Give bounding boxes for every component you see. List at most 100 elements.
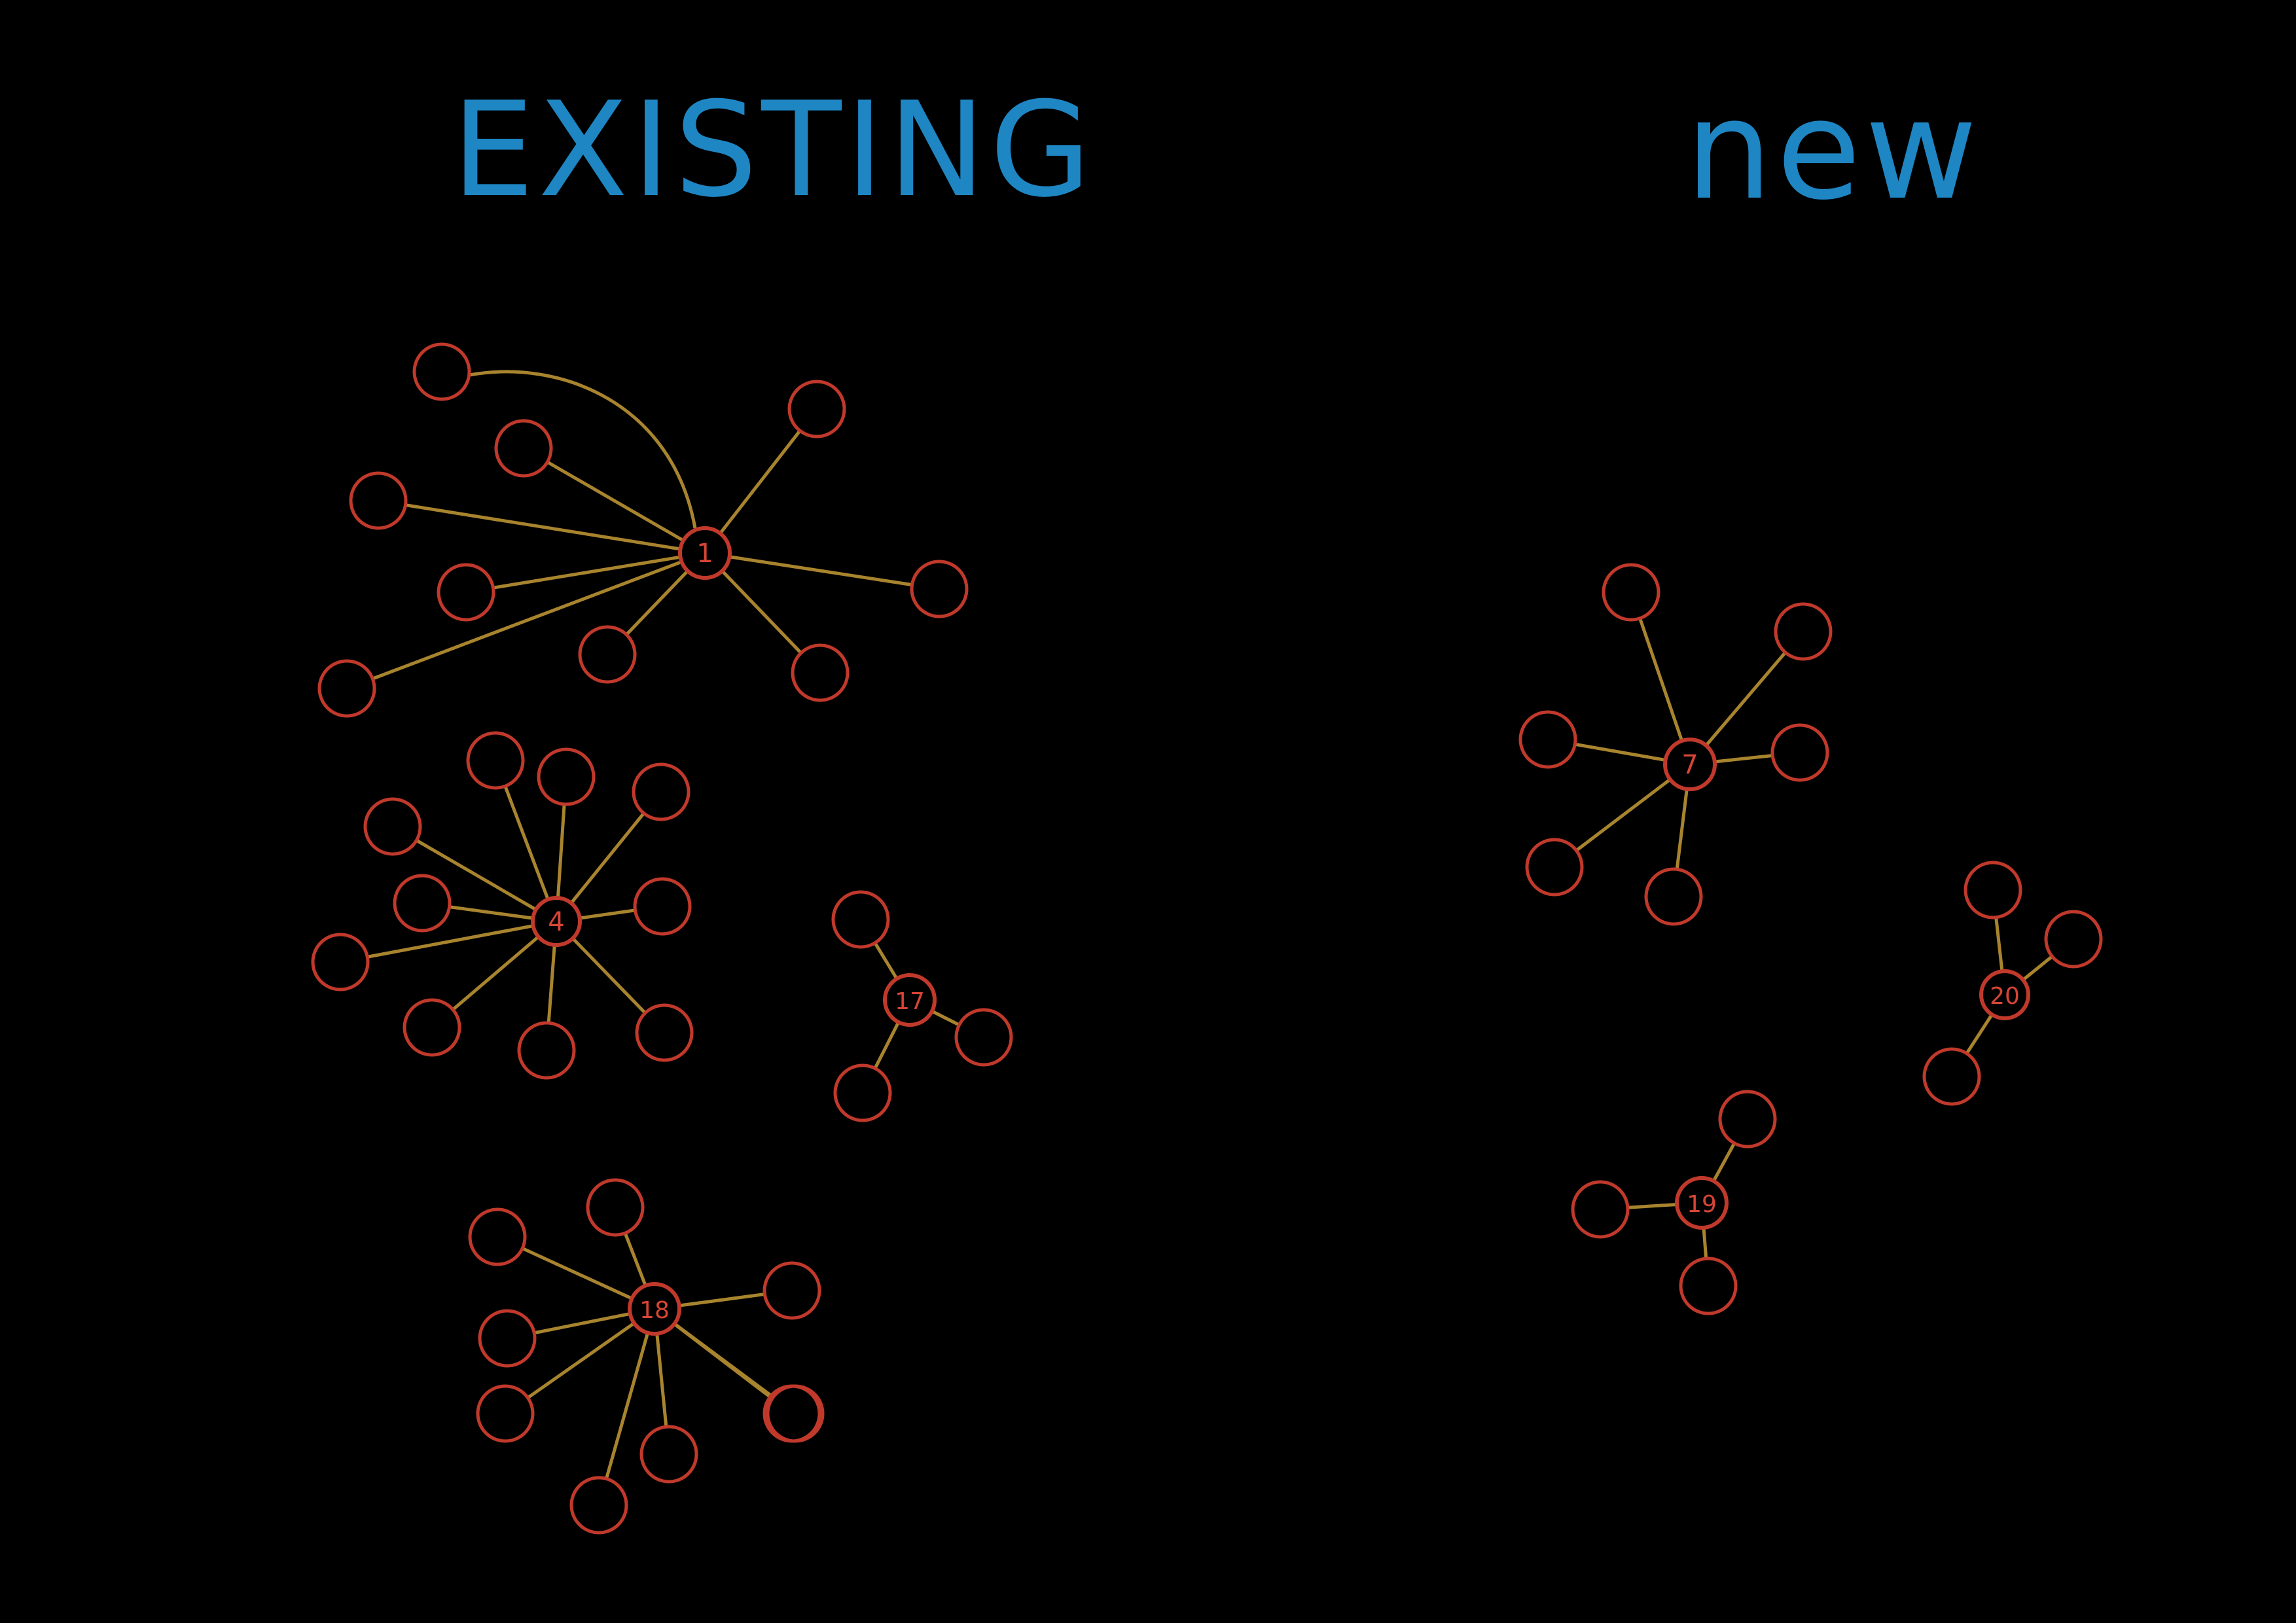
leaf-node [412,342,471,401]
edge [1675,789,1689,870]
edge [623,1232,647,1287]
leaf-node [1774,602,1833,661]
hub-label: 7 [1681,750,1698,780]
leaf-node [833,1063,892,1122]
leaf-node [762,1384,821,1443]
hub-node [883,973,937,1027]
edge [679,1293,765,1308]
leaf-node [586,1178,645,1237]
leaf-node [478,1309,537,1368]
edge [873,942,899,980]
cluster-existing-1: 1 [317,342,969,718]
hub-label: 20 [1990,983,2020,1010]
leaf-node [311,933,370,991]
leaf-node [1922,1047,1981,1106]
edge [571,937,647,1014]
heading-new: new [1685,70,1982,230]
edge [522,1247,633,1300]
leaf-node [578,625,637,684]
edge [2022,955,2053,982]
leaf-node [2044,910,2103,969]
hub-node [1675,1176,1729,1230]
leaf-node [1679,1257,1738,1315]
cluster-new-19: 19 [1571,1090,1777,1315]
edge [1638,617,1684,741]
edge [367,924,534,959]
edge [655,1333,668,1427]
edge [556,804,566,899]
hub-label: 17 [895,988,925,1015]
hub-node [1979,969,2030,1020]
leaf-node [791,643,850,702]
leaf-node [639,1425,698,1484]
edge [1994,917,2004,972]
edge [931,1009,960,1027]
edge [625,569,689,636]
leaf-node [537,747,596,806]
leaf-node [787,380,846,438]
cluster-new-20: 20 [1922,861,2103,1106]
leaf-node [1644,867,1703,926]
leaf-node [1718,1090,1777,1149]
leaf-node [635,1003,694,1062]
edge [1627,1202,1677,1209]
edge [533,1312,631,1335]
edge [1965,1013,1994,1055]
leaf-node [1602,563,1660,622]
edge [673,1323,772,1399]
edge [1702,1227,1708,1259]
leaf-node [403,998,461,1057]
edge [579,908,636,920]
cluster-existing-4: 4 [311,731,694,1080]
leaf-node [363,797,422,856]
leaf-node [1571,1180,1630,1239]
leaf-node [349,471,408,530]
edge [405,503,681,551]
edge [449,905,533,920]
leaf-node [437,563,495,622]
leaf-node [393,874,452,933]
edge [729,555,912,587]
edge [719,429,802,535]
edge [526,1321,636,1399]
leaf-node [476,1384,535,1443]
edge [416,838,537,912]
edge [547,460,685,543]
leaf-node [468,1207,527,1266]
leaf-node [1964,861,2022,919]
edge [452,935,540,1011]
leaf-node [517,1021,576,1080]
edge [1714,753,1773,764]
cluster-existing-18: 18 [468,1178,825,1535]
edge [372,560,683,681]
heading-existing: existing [452,74,1096,226]
edge [493,555,681,590]
edge [721,569,802,654]
leaf-node [831,890,890,949]
leaf-node [954,1008,1013,1067]
cluster-new-7: 7 [1518,563,1833,926]
edge [469,370,697,529]
edge [1712,1142,1736,1182]
leaf-node [910,560,969,618]
hub-label: 18 [639,1297,670,1324]
hub-node [678,526,732,580]
hub-node [531,896,582,947]
leaf-node [317,659,376,718]
leaf-node [466,731,525,790]
edge [1574,742,1666,762]
hub-node [628,1282,681,1336]
leaf-node [1525,838,1584,897]
edge [1704,651,1787,747]
hub-label: 4 [548,907,564,937]
hub-node [1663,738,1717,791]
leaf-node [1518,710,1577,769]
leaf-node [762,1261,821,1320]
edge [605,1332,650,1480]
edge [873,1021,901,1069]
leaf-node [494,419,553,478]
leaf-node [766,1384,825,1443]
edge [547,944,556,1024]
edge [1575,777,1672,852]
